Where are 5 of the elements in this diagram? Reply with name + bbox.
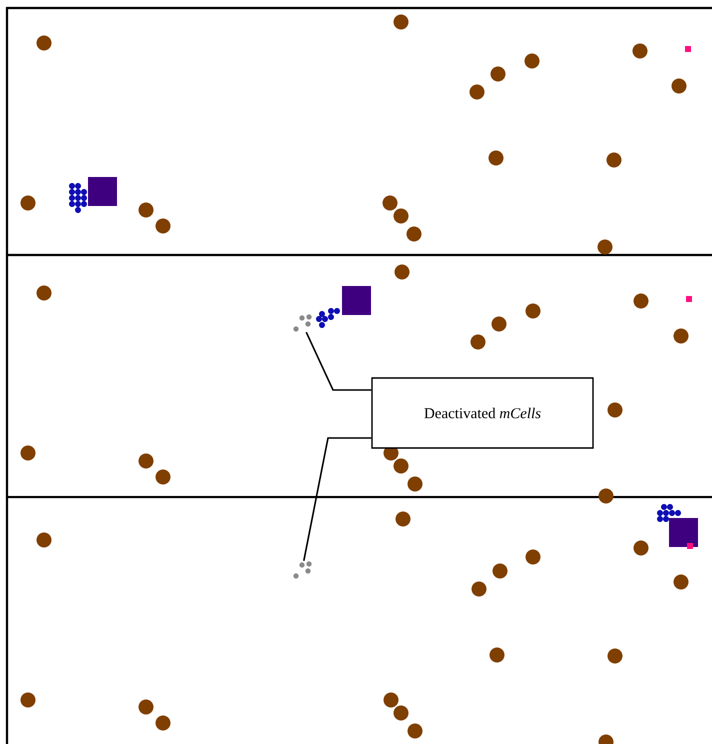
leader-line [306,332,372,391]
callout-box: Deactivated mCells [371,377,594,449]
cell-cluster [293,561,312,579]
cell-cluster [293,314,312,332]
leader-line [303,437,372,561]
